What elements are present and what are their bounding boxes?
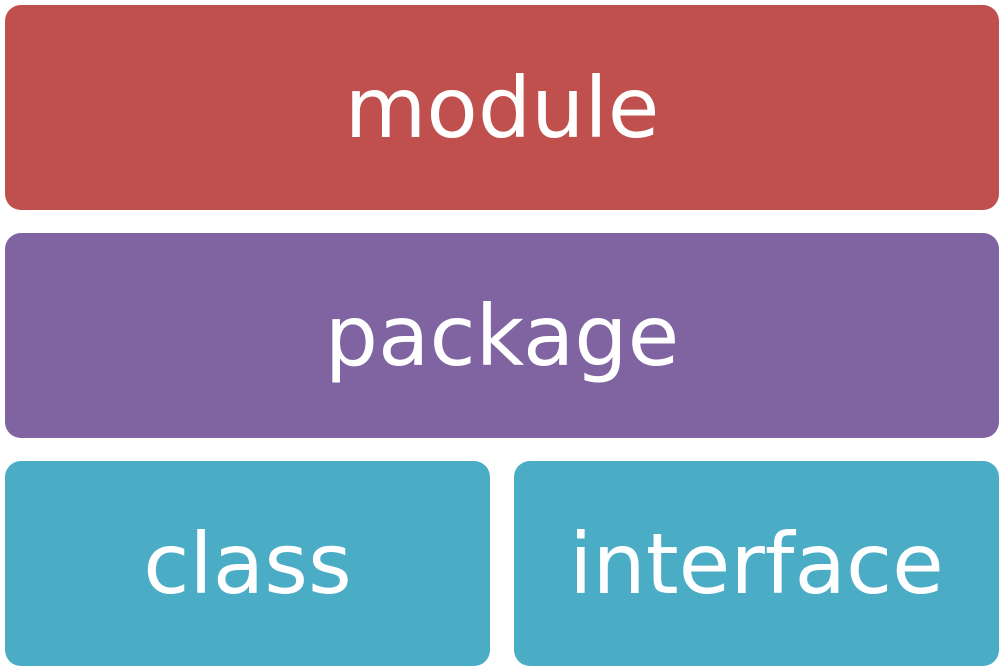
interface-label: interface [569, 514, 944, 613]
module-label: module [344, 58, 660, 157]
class-label: class [143, 514, 352, 613]
package-block: package [5, 233, 999, 438]
module-block: module [5, 5, 999, 210]
package-label: package [324, 286, 680, 385]
class-block: class [5, 461, 490, 666]
interface-block: interface [514, 461, 999, 666]
